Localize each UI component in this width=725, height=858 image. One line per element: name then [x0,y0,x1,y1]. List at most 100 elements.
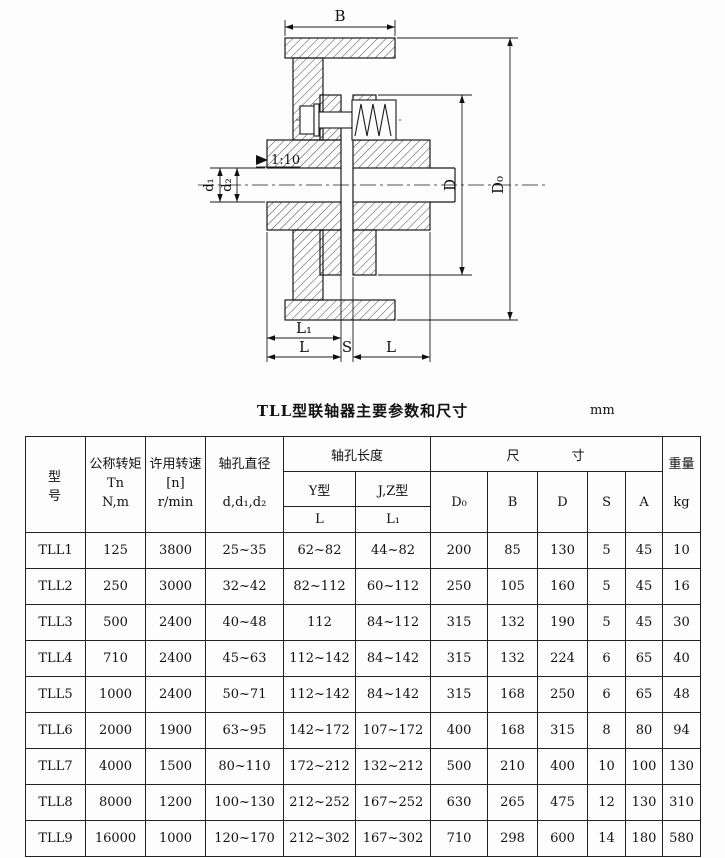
header-col-A: A [625,471,664,533]
table-cell: TLL4 [25,640,86,677]
table-cell: 112~142 [283,640,356,677]
table-cell: 130 [662,748,702,785]
table-cell: 80 [625,712,664,749]
table-cell: 132 [487,604,539,641]
table-cell: 14 [587,820,627,857]
table-cell: 45 [625,568,664,605]
header-torque: 公称转矩 Tn N,m [85,436,146,533]
header-col-D: D [537,471,589,533]
table-cell: 212~302 [283,820,356,857]
table-cell: 112~142 [283,676,356,713]
parameters-table: 型号 公称转矩 Tn N,m 许用转速 [n] r/min 轴孔直径 d,d₁,… [25,436,702,857]
taper-mark: 1:10 [256,153,300,168]
table-cell: 12 [587,784,627,821]
table-cell: 132~212 [354,748,432,785]
table-title-bar: TLL型联轴器主要参数和尺寸 mm [0,396,725,430]
table-cell: 5 [587,604,627,641]
table-cell: 310 [662,784,702,821]
table-cell: 2400 [145,640,206,677]
table-cell: 80~110 [205,748,284,785]
table-cell: 85 [487,532,539,569]
table-cell: 3000 [145,568,206,605]
header-jz-type: J,Z型 [354,471,432,507]
table-cell: 710 [430,820,489,857]
unit-label: mm [590,403,615,418]
table-cell: 600 [537,820,589,857]
pin-shank [318,111,353,129]
table-cell: 10 [587,748,627,785]
table-cell: 45 [625,604,664,641]
table-cell: 142~172 [283,712,356,749]
table-cell: 120~170 [205,820,284,857]
dim-label-d1: d₁ [202,178,217,192]
header-y-type: Y型 [283,471,356,507]
table-cell: 630 [430,784,489,821]
header-col-D0: D₀ [430,471,489,533]
table-cell: 250 [85,568,146,605]
table-cell: 5 [587,568,627,605]
pin-nut [299,105,315,135]
table-cell: 84~142 [354,640,432,677]
table-cell: 4000 [85,748,146,785]
pin-washer [313,103,320,137]
bottom-dimensions: L₁ L S L [266,232,431,362]
table-cell: 60~112 [354,568,432,605]
table-cell: 16000 [85,820,146,857]
brake-wheel-section [284,37,396,321]
table-cell: 82~112 [283,568,356,605]
table-cell: 400 [537,748,589,785]
dimension-d1-d2: d₁ d₂ [202,167,265,203]
table-cell: 315 [537,712,589,749]
table-cell: 1200 [145,784,206,821]
table-cell: TLL9 [25,820,86,857]
table-cell: 84~142 [354,676,432,713]
table-cell: 105 [487,568,539,605]
dim-label-d2: d₂ [220,178,235,192]
header-col-B: B [487,471,539,533]
taper-label: 1:10 [271,153,300,168]
table-cell: 3800 [145,532,206,569]
table-cell: 1000 [145,820,206,857]
header-bore-diameter: 轴孔直径 d,d₁,d₂ [205,436,284,533]
table-cell: 250 [537,676,589,713]
table-cell: TLL6 [25,712,86,749]
table-cell: 1000 [85,676,146,713]
table-cell: 400 [430,712,489,749]
table-cell: 167~302 [354,820,432,857]
dim-label-D0: D₀ [489,176,507,194]
dim-label-L1: L₁ [296,319,312,337]
table-cell: 25~35 [205,532,284,569]
table-cell: 6 [587,640,627,677]
dim-label-L-left: L [299,338,309,356]
table-cell: 265 [487,784,539,821]
dim-label-L-right: L [386,338,396,356]
table-cell: 48 [662,676,702,713]
table-cell: 168 [487,676,539,713]
table-cell: 65 [625,640,664,677]
table-cell: 44~82 [354,532,432,569]
table-cell: TLL5 [25,676,86,713]
table-cell: 167~252 [354,784,432,821]
table-cell: 172~212 [283,748,356,785]
table-cell: 6 [587,676,627,713]
header-col-L: L [283,506,356,533]
table-cell: 8 [587,712,627,749]
table-cell: 500 [85,604,146,641]
table-cell: 84~112 [354,604,432,641]
table-cell: TLL8 [25,784,86,821]
header-bore-length: 轴孔长度 [282,436,432,472]
elastic-pin-assembly [296,99,404,141]
table-cell: 580 [662,820,702,857]
table-cell: 8000 [85,784,146,821]
table-cell: 1900 [145,712,206,749]
table-cell: 100 [625,748,664,785]
table-cell: 180 [625,820,664,857]
table-cell: 100~130 [205,784,284,821]
table-cell: 500 [430,748,489,785]
